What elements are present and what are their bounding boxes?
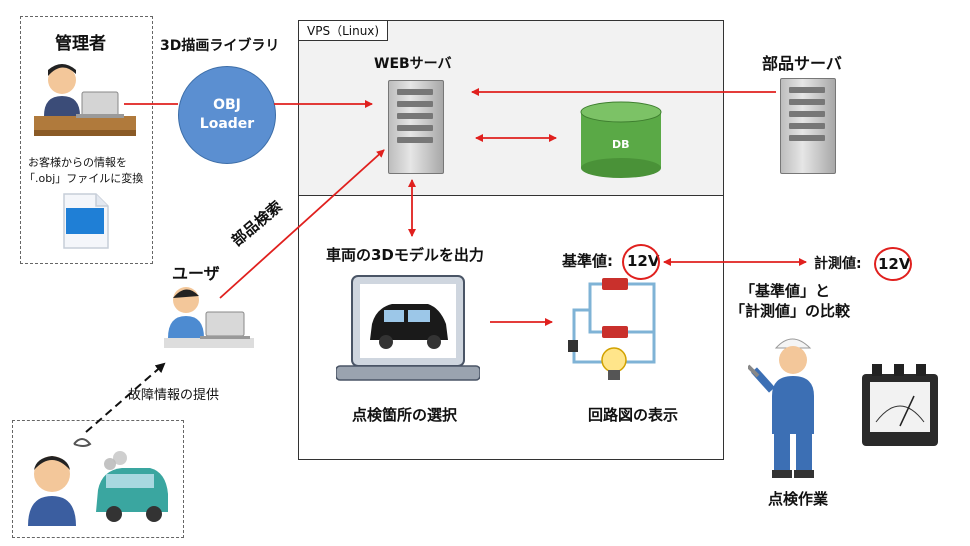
obj-loader-line2: Loader [199,116,255,132]
admin-note-line2: 「.obj」ファイルに変換 [24,172,144,185]
compare-line1: 「基準値」と [740,282,831,300]
web-server-title: WEBサーバ [374,56,452,72]
measurement-value-ring [874,247,912,281]
obj-loader-line1: OBJ [213,97,241,114]
web-server-icon [388,80,444,174]
compare-line2: 「計測値」の比較 [730,302,851,320]
customer-car-icon [28,438,168,526]
inspection-work-label: 点検作業 [768,490,829,508]
circuit-diagram [568,278,656,380]
admin-title: 管理者 [55,34,106,54]
admin-box [20,16,153,264]
fault-info-label: 故障情報の提供 [128,388,220,403]
arrow-user-to-web [219,149,385,299]
standard-value-ring [622,244,660,280]
user-person-icon [164,287,254,348]
obj-file-icon [63,193,109,249]
parts-server-icon [780,78,836,174]
admin-note-line1: お客様からの情報を [28,156,127,169]
select-point-label: 点検箇所の選択 [352,406,458,424]
worker-icon [748,338,814,478]
voltmeter-icon [862,364,938,446]
admin-person-icon [34,64,136,136]
arrow-customer-to-user [85,362,166,433]
db-label: DB [612,138,630,151]
parts-server-title: 部品サーバ [762,54,842,73]
library-title: 3D描画ライブラリ [160,38,280,54]
db-cylinder [580,101,662,178]
user-title: ユーザ [172,264,220,283]
obj-loader-circle: OBJ Loader [178,66,276,164]
vps-label: VPS（Linux) [299,21,389,41]
standard-value-label: 基準値: [562,252,613,270]
laptop-car-icon [336,275,480,381]
measurement-label: 計測値: [814,256,862,272]
circuit-display-label: 回路図の表示 [588,406,679,424]
output-3d-label: 車両の3Dモデルを出力 [326,246,484,264]
